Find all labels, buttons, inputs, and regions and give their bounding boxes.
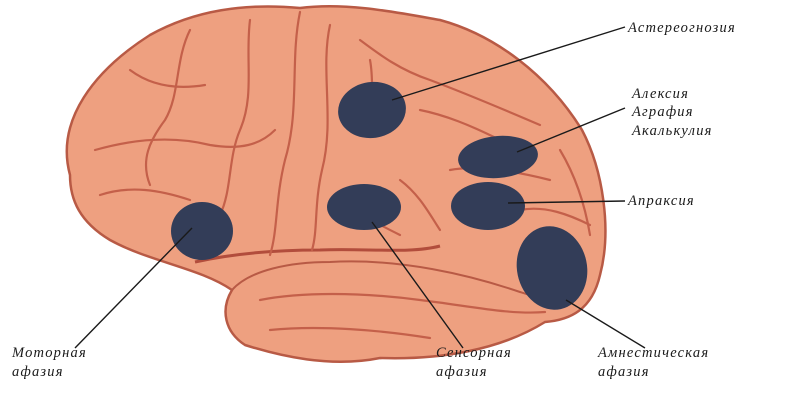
lesion-apraxia	[451, 182, 525, 230]
label-sensory-aphasia-line1: Сенсорная	[436, 345, 512, 361]
brain-illustration	[67, 6, 606, 362]
lesion-sensory-aphasia	[327, 184, 401, 230]
label-acalculia: Акалькулия	[631, 123, 713, 139]
label-amnestic-aphasia-line2: афазия	[598, 364, 650, 380]
label-astereognosis: Астереогнозия	[627, 20, 736, 36]
label-amnestic-aphasia-line1: Амнестическая	[597, 345, 709, 361]
leader-amnestic-aphasia	[566, 300, 645, 348]
label-motor-aphasia-line2: афазия	[12, 364, 64, 380]
brain-outline	[67, 6, 606, 362]
lesion-motor-aphasia	[171, 202, 233, 260]
label-agraphia: Аграфия	[631, 104, 694, 120]
label-motor-aphasia-line1: Моторная	[11, 345, 87, 361]
label-alexia: Алексия	[631, 86, 689, 102]
label-sensory-aphasia-line2: афазия	[436, 364, 488, 380]
label-apraxia: Апраксия	[627, 193, 695, 209]
